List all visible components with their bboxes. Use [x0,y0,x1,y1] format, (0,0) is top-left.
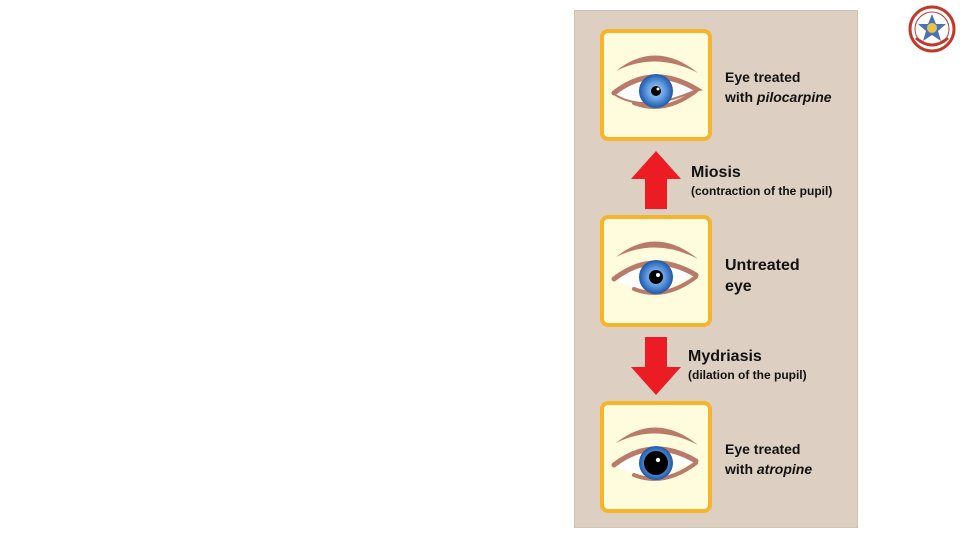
mydriasis-description: (dilation of the pupil) [688,368,807,382]
atropine-label: Eye treated with atropine [725,439,812,479]
pilocarpine-eye-box [600,29,712,141]
untreated-eye-box [600,215,712,327]
untreated-label-line1: Untreated [725,257,800,274]
mydriasis-down-arrow-icon [631,337,681,395]
untreated-eye-icon [611,241,699,295]
miosis-label: Miosis (contraction of the pupil) [691,163,832,199]
mydriasis-title: Mydriasis [688,348,762,365]
pilocarpine-label-line1: Eye treated [725,69,801,85]
eye-panel: Eye treated with pilocarpine Miosis (con… [574,10,858,528]
institution-seal-logo [908,5,956,53]
untreated-label: Untreated eye [725,255,800,297]
miosis-description: (contraction of the pupil) [691,184,833,198]
atropine-label-line2: with atropine [725,461,813,477]
pilocarpine-eye-icon [611,55,704,109]
miosis-up-arrow-icon [631,151,681,209]
mydriasis-label: Mydriasis (dilation of the pupil) [688,347,807,383]
atropine-eye-icon [611,427,699,481]
pilocarpine-label-line2: with pilocarpine [725,89,832,105]
atropine-eye-box [600,401,712,513]
miosis-title: Miosis [691,164,741,181]
atropine-label-line1: Eye treated [725,441,801,457]
untreated-label-line2: eye [725,278,752,295]
pilocarpine-label: Eye treated with pilocarpine [725,67,832,107]
